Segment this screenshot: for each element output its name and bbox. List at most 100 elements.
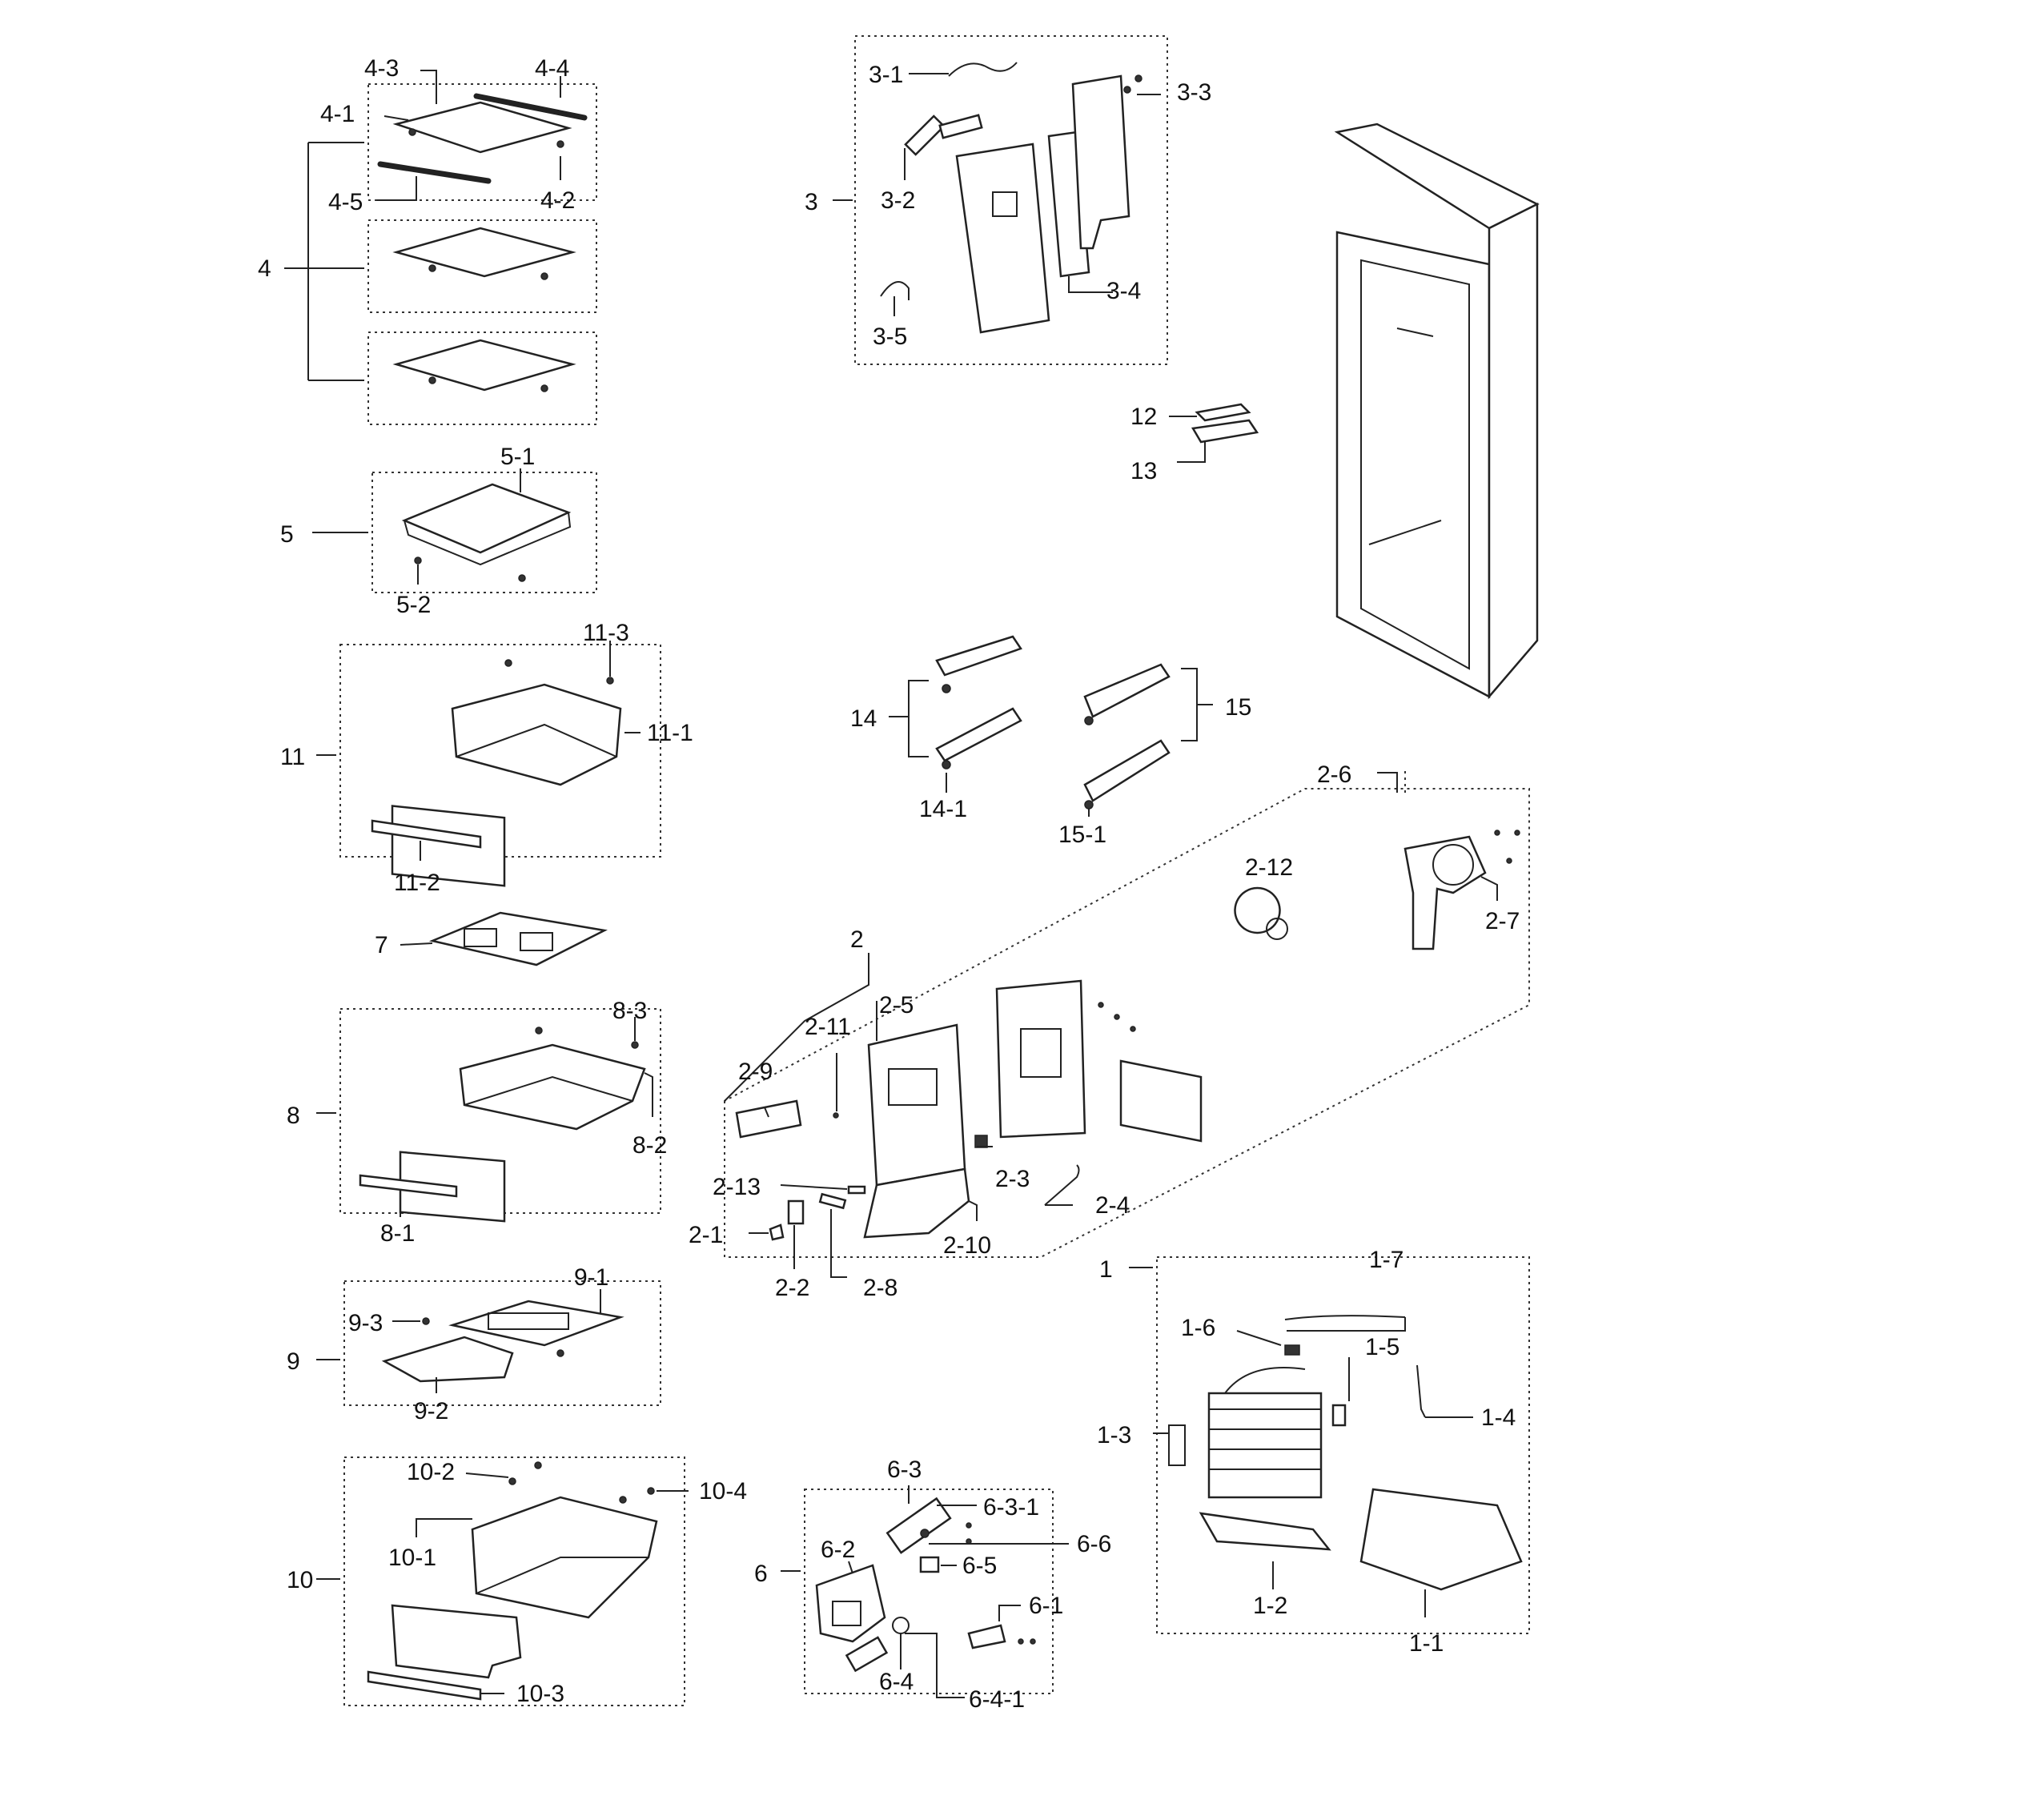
callout-10-3: 10-3 — [516, 1681, 564, 1707]
part-6-5 — [919, 1556, 940, 1573]
callout-9: 9 — [287, 1348, 300, 1375]
callout-11-3: 11-3 — [583, 620, 629, 646]
cover-panel-3[interactable] — [955, 143, 1050, 334]
cover-right[interactable] — [1119, 1059, 1203, 1143]
callout-2-4: 2-4 — [1095, 1192, 1130, 1219]
callout-11-1: 11-1 — [647, 720, 693, 746]
tray-9-1[interactable] — [448, 1300, 624, 1347]
callout-2-9: 2-9 — [738, 1059, 773, 1085]
callout-11: 11 — [280, 744, 305, 770]
drawer-trim-11-2 — [371, 819, 482, 849]
drain-pan-1-1[interactable] — [1359, 1488, 1523, 1591]
assembly-4-shelves: 4 4-1 4-2 4-3 4-4 4-5 — [258, 55, 597, 425]
bracket-15-lower[interactable] — [1083, 739, 1171, 802]
callout-2: 2 — [850, 926, 864, 953]
part-2-3 — [974, 1135, 988, 1148]
callout-3-1: 3-1 — [869, 62, 903, 88]
cover-back[interactable] — [995, 979, 1086, 1139]
callout-10-1: 10-1 — [388, 1545, 436, 1571]
callout-6: 6 — [754, 1561, 768, 1587]
part-6-1 — [967, 1624, 1006, 1649]
callout-6-1: 6-1 — [1029, 1593, 1063, 1619]
callout-2-13: 2-13 — [713, 1174, 761, 1200]
wire-1-4 — [1416, 1364, 1426, 1418]
callout-9-3: 9-3 — [348, 1310, 383, 1336]
shelf-glass-top[interactable] — [392, 101, 572, 154]
callout-2-5: 2-5 — [879, 992, 914, 1019]
callout-11-2: 11-2 — [394, 870, 440, 896]
callout-8-1: 8-1 — [380, 1220, 415, 1247]
assembly-3: 3 3-1 3-2 3-3 3-4 3-5 — [805, 35, 1211, 365]
assembly-1: 1 1-1 1-2 1-3 1-4 1-5 1-6 1-7 — [1097, 1247, 1530, 1657]
callout-8: 8 — [287, 1103, 300, 1129]
fan-motor-2-12[interactable] — [1234, 886, 1281, 934]
cover-2-9[interactable] — [735, 1099, 802, 1139]
callout-5-1: 5-1 — [500, 444, 535, 470]
callout-4-4: 4-4 — [535, 55, 569, 82]
fan-housing-2-7[interactable] — [1403, 835, 1487, 950]
assembly-7-cover: 7 — [375, 911, 608, 966]
callout-8-2: 8-2 — [632, 1132, 667, 1159]
callout-2-12: 2-12 — [1245, 854, 1293, 881]
evaporator-coil[interactable] — [1207, 1392, 1323, 1499]
tray-cover-9-2[interactable] — [381, 1336, 514, 1383]
cabinet-top — [1334, 123, 1540, 230]
assembly-5-shelf: 5 5-1 5-2 — [280, 444, 597, 618]
callout-10-2: 10-2 — [407, 1459, 455, 1485]
callout-4-5: 4-5 — [328, 189, 363, 215]
callout-4-1: 4-1 — [320, 101, 355, 127]
callout-2-3: 2-3 — [995, 1166, 1030, 1192]
bracket-15-upper[interactable] — [1083, 663, 1171, 718]
part-1-5 — [1331, 1404, 1347, 1427]
sensor-3-2 — [904, 115, 946, 156]
callout-14: 14 — [850, 705, 877, 732]
callout-2-8: 2-8 — [863, 1275, 898, 1301]
callout-10-4: 10-4 — [699, 1478, 747, 1505]
housing-6-2[interactable] — [815, 1564, 886, 1643]
part-2-8 — [818, 1192, 847, 1210]
callout-1-3: 1-3 — [1097, 1422, 1131, 1448]
callout-6-5: 6-5 — [962, 1553, 997, 1579]
shelf-glass-bottom[interactable] — [392, 339, 576, 392]
assembly-10-drawer: 10 10-1 10-2 10-3 10-4 — [287, 1456, 747, 1707]
rail-14-upper[interactable] — [935, 635, 1022, 677]
callout-6-4-1: 6-4-1 — [969, 1686, 1025, 1713]
heater-1-2[interactable] — [1199, 1512, 1331, 1551]
bracket-1-3 — [1168, 1424, 1186, 1466]
shelf-trim-rear — [473, 93, 588, 121]
part-2-1 — [769, 1223, 785, 1241]
cabinet-outline — [1334, 123, 1540, 700]
callout-1-4: 1-4 — [1481, 1404, 1516, 1431]
drawer-11-1[interactable] — [451, 683, 622, 786]
part-2-13 — [847, 1185, 866, 1195]
drawer-8-2[interactable] — [459, 1043, 646, 1131]
drawer-trim-8-1 — [359, 1174, 458, 1198]
callout-15-1: 15-1 — [1058, 822, 1106, 848]
part-6-4-1 — [892, 1617, 910, 1634]
callout-1-1: 1-1 — [1409, 1630, 1444, 1657]
callout-2-1: 2-1 — [689, 1222, 723, 1248]
callout-12: 12 — [1130, 404, 1157, 430]
cover-7[interactable] — [428, 911, 608, 966]
callout-1-7: 1-7 — [1369, 1247, 1403, 1273]
drawer-cover-10[interactable] — [391, 1604, 522, 1679]
callout-9-1: 9-1 — [574, 1264, 608, 1291]
callout-2-6: 2-6 — [1317, 761, 1351, 788]
duct-2-10[interactable] — [863, 1167, 970, 1239]
callout-14-1: 14-1 — [919, 796, 967, 822]
shelf-glass-middle[interactable] — [392, 227, 576, 278]
callout-1: 1 — [1099, 1256, 1113, 1283]
wire-1-7 — [1284, 1315, 1406, 1320]
callout-3-2: 3-2 — [881, 187, 915, 214]
part-2-2 — [787, 1199, 805, 1225]
callout-2-10: 2-10 — [943, 1232, 991, 1259]
shelf-5-1[interactable] — [401, 483, 572, 554]
rail-14-lower[interactable] — [935, 707, 1022, 762]
callout-5-2: 5-2 — [396, 592, 431, 618]
drawer-cover-11[interactable] — [391, 805, 506, 887]
callout-9-2: 9-2 — [414, 1398, 448, 1424]
callout-6-2: 6-2 — [821, 1537, 855, 1563]
callout-2-2: 2-2 — [775, 1275, 809, 1301]
frame-3[interactable] — [1071, 74, 1130, 250]
